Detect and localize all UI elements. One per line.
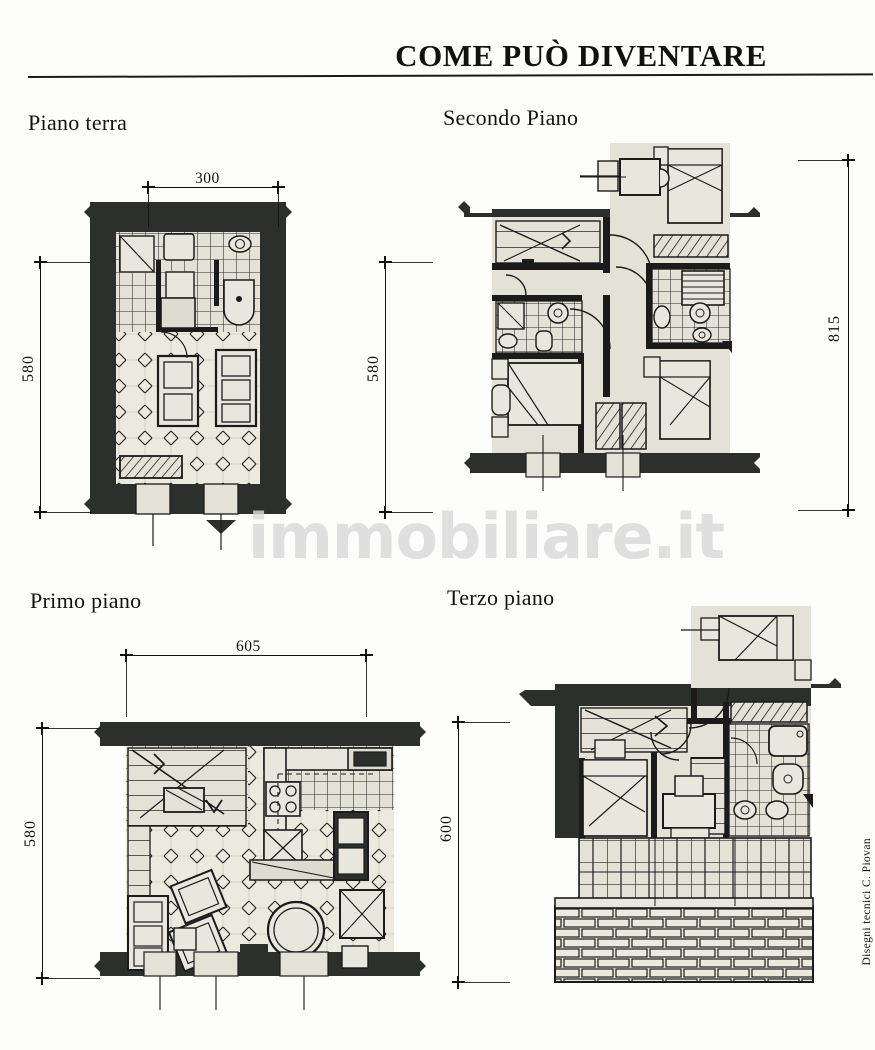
- openings-secondo-piano: [525, 176, 732, 491]
- furniture-soggiorno-pt: [119, 348, 258, 479]
- openings-primo-piano: [143, 944, 329, 1010]
- plan-secondo-piano: [430, 135, 830, 535]
- doors-terzo-piano: [650, 687, 730, 761]
- furniture-soggiorno-pp: [127, 811, 385, 973]
- studio-terzo: [582, 739, 716, 839]
- dimension-label-605: 605: [236, 638, 261, 655]
- letto-sud-est-secondo: [643, 356, 711, 440]
- partitions-piano-terra: [156, 260, 219, 332]
- fixtures-bagno-pt: [119, 233, 255, 329]
- plan-primo-piano: [28, 690, 468, 1020]
- title-divider: [27, 73, 873, 78]
- armadio-terzo: [730, 701, 808, 723]
- bagno-est-secondo: [651, 268, 731, 344]
- plan-caption-piano-terra: Piano terra: [28, 110, 128, 135]
- stairs-secondo-piano: [495, 220, 601, 265]
- plan-caption-secondo-piano: Secondo Piano: [443, 105, 579, 130]
- plan-caption-primo-piano: Primo piano: [30, 588, 142, 613]
- dimension-label-300: 300: [195, 170, 220, 187]
- dimension-label-580-sp: 580: [365, 355, 382, 382]
- bagno-terzo: [728, 723, 813, 837]
- camera-terzo: [681, 615, 812, 681]
- doors-piano-terra: [160, 331, 188, 359]
- doors-secondo-piano: [505, 234, 653, 350]
- parapetto-terrazza: [554, 905, 814, 983]
- dimension-label-600: 600: [438, 815, 455, 842]
- terrace-marks: [579, 838, 811, 906]
- dimension-label-580-pt: 580: [20, 355, 37, 382]
- page-title: COME PUÒ DIVENTARE: [395, 38, 767, 73]
- dimension-label-815: 815: [826, 315, 843, 342]
- letto-matrimoniale-secondo: [491, 358, 583, 438]
- plan-caption-terzo-piano: Terzo piano: [447, 585, 555, 610]
- plan-terzo-piano: [495, 598, 875, 1018]
- cordolo-terrazza: [554, 897, 814, 909]
- openings-piano-terra: [135, 483, 239, 550]
- plan-piano-terra: [28, 168, 358, 568]
- armadi-secondo: [595, 234, 729, 450]
- bagno-ovest-secondo: [495, 300, 583, 354]
- dimension-label-580-pp: 580: [22, 820, 39, 847]
